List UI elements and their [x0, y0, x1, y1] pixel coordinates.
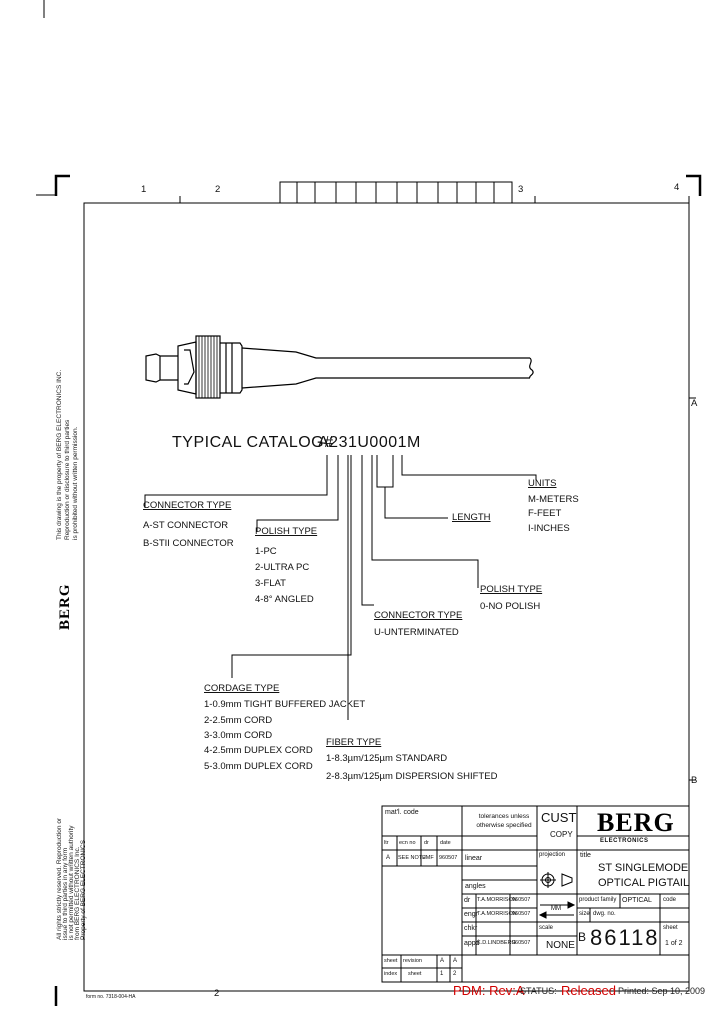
- polish-type-option: 3-FLAT: [255, 578, 286, 589]
- cordage-type-option: 5-3.0mm DUPLEX CORD: [204, 761, 313, 772]
- scale-label: scale: [539, 925, 554, 931]
- linear-label: linear: [465, 855, 483, 862]
- left-note-top-1: This drawing is the property of BERG ELE…: [56, 369, 63, 540]
- title-label: title: [580, 852, 591, 859]
- index-sheet-label: sheet: [408, 971, 422, 977]
- units-mm: MM: [551, 906, 561, 912]
- appd-label: appd: [464, 940, 480, 947]
- size-label: size: [579, 911, 590, 917]
- units-option: M-METERS: [528, 494, 579, 505]
- status-value: Released: [561, 983, 616, 998]
- dr-label: dr: [464, 897, 471, 904]
- rev-letter: A: [386, 855, 391, 861]
- title-line-1: ST SINGLEMODE: [598, 862, 689, 874]
- title-line-2: OPTICAL PIGTAIL: [598, 877, 690, 889]
- mat-code-label: mat'l. code: [385, 809, 419, 816]
- connector-type-2-option: U-UNTERMINATED: [374, 627, 459, 638]
- scale-value: NONE: [546, 940, 575, 951]
- sheet-revision: A: [440, 958, 445, 964]
- units-heading: UNITS: [528, 478, 557, 489]
- pdm-revision: PDM: Rev:A: [453, 983, 525, 998]
- form-number: form no. 7318-004-HA: [86, 994, 136, 1000]
- cust-label: CUST: [541, 810, 577, 825]
- catalog-number: A231U0001M: [318, 434, 421, 451]
- sheet-number: 2: [453, 971, 457, 977]
- left-note-top-3: is prohibited without written permission…: [72, 426, 79, 540]
- fiber-type-heading: FIBER TYPE: [326, 737, 382, 748]
- angles-label: angles: [465, 883, 486, 890]
- cordage-type-option: 1-0.9mm TIGHT BUFFERED JACKET: [204, 699, 366, 710]
- status-label: STATUS:: [520, 986, 557, 996]
- printed-date: Printed: Sep 10, 2009: [618, 986, 706, 996]
- cordage-type-option: 3-3.0mm CORD: [204, 730, 273, 741]
- units-option: F-FEET: [528, 508, 562, 519]
- connector-type-option: A-ST CONNECTOR: [143, 520, 229, 531]
- rev-drafter: JMF: [423, 855, 434, 861]
- sheet-value: 1 of 2: [665, 940, 683, 947]
- zone-label-bottom-2: 2: [214, 988, 220, 999]
- zone-label-b: B: [691, 775, 698, 786]
- zone-label-4: 4: [674, 182, 680, 193]
- revision-row-label: revision: [403, 958, 422, 964]
- polish-type-option: 4-8° ANGLED: [255, 594, 314, 605]
- sheet-number: 1: [440, 971, 444, 977]
- sheet-revision: A: [453, 958, 458, 964]
- polish-type-option: 1-PC: [255, 546, 277, 557]
- appd-date: 960507: [512, 940, 531, 946]
- sheet-label: sheet: [663, 925, 678, 931]
- rev-header: ecn no: [399, 840, 416, 846]
- appd-name: K.D.LINDBERG: [477, 940, 516, 946]
- polish-type-2-heading: POLISH TYPE: [480, 584, 543, 595]
- polish-type-option: 2-ULTRA PC: [255, 562, 310, 573]
- rev-header: dr: [424, 840, 429, 846]
- zone-label-1: 1: [141, 184, 147, 195]
- chkr-label: chkr: [464, 925, 478, 932]
- margin-logo: BERG: [57, 583, 73, 630]
- fiber-type-option: 1-8.3µm/125µm STANDARD: [326, 753, 448, 764]
- engr-name: T.A.MORRISON: [477, 911, 517, 917]
- dwg-no-label: dwg. no.: [593, 911, 616, 917]
- product-family-value: OPTICAL: [622, 897, 652, 904]
- dr-date: 960507: [512, 897, 531, 903]
- size-value: B: [578, 930, 587, 944]
- zone-label-3: 3: [518, 184, 524, 195]
- connector-type-option: B-STII CONNECTOR: [143, 538, 234, 549]
- zone-label-2: 2: [215, 184, 221, 195]
- berg-logo-subtitle: ELECTRONICS: [600, 838, 649, 844]
- connector-type-2-heading: CONNECTOR TYPE: [374, 610, 463, 621]
- dwg-no-value: 86118: [590, 925, 660, 950]
- copy-label: COPY: [550, 830, 573, 839]
- rev-header: ltr: [384, 840, 389, 846]
- left-note-top-2: Reproduction or disclosure to third part…: [64, 419, 71, 540]
- engr-label: engr: [464, 911, 479, 918]
- code-label: code: [663, 897, 677, 903]
- rev-ecn: SEE NOTE: [398, 855, 426, 861]
- engr-date: 960507: [512, 911, 531, 917]
- cordage-type-heading: CORDAGE TYPE: [204, 683, 280, 694]
- zone-label-a: A: [691, 398, 698, 409]
- cordage-type-option: 4-2.5mm DUPLEX CORD: [204, 745, 313, 756]
- left-note-bottom-5: Property of BERG ELECTRONICS: [80, 839, 87, 940]
- sheet-row-label: sheet: [384, 958, 398, 964]
- connector-type-heading: CONNECTOR TYPE: [143, 500, 232, 511]
- projection-label: projection: [539, 852, 566, 858]
- product-family-label: product family: [579, 897, 617, 903]
- units-option: I-INCHES: [528, 523, 570, 534]
- tolerances-note: tolerances unless otherwise specified: [476, 813, 532, 829]
- dr-name: T.A.MORRISON: [477, 897, 517, 903]
- index-row-label: index: [384, 971, 398, 977]
- cordage-type-option: 2-2.5mm CORD: [204, 715, 273, 726]
- rev-header: date: [440, 840, 451, 846]
- rev-date: 960507: [439, 855, 458, 861]
- fiber-type-option: 2-8.3µm/125µm DISPERSION SHIFTED: [326, 771, 498, 782]
- catalog-label: TYPICAL CATALOG#: [172, 434, 334, 451]
- polish-type-heading: POLISH TYPE: [255, 526, 318, 537]
- polish-type-2-option: 0-NO POLISH: [480, 601, 541, 612]
- berg-logo: BERG: [597, 808, 675, 837]
- length-heading: LENGTH: [452, 512, 491, 523]
